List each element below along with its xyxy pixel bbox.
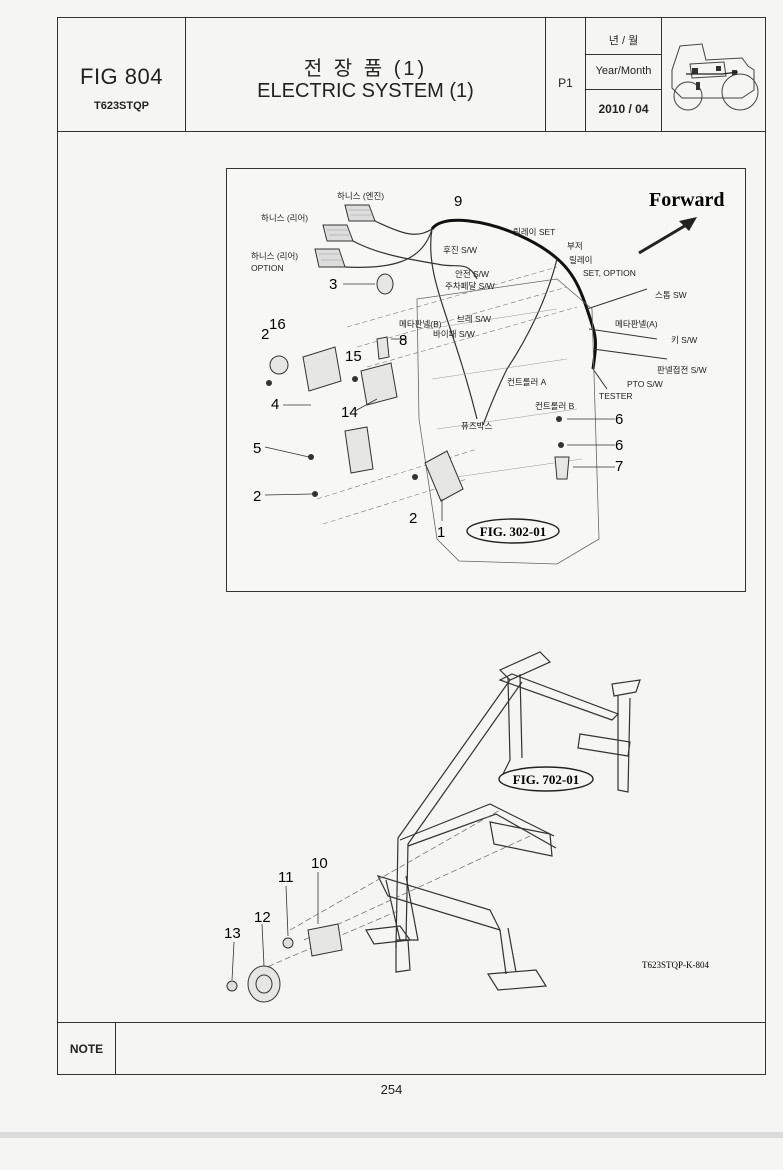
harness-connector-icon (314, 204, 376, 268)
label-meter-panel-b: 메타판넬(B) (399, 319, 442, 329)
controller-box-14 (360, 362, 398, 406)
tractor-thumbnail-cell (662, 18, 767, 131)
control-unit-1 (424, 450, 464, 502)
callout-8: 8 (399, 332, 407, 349)
forward-arrow-icon (638, 219, 694, 255)
callout-2: 2 (261, 326, 269, 343)
fuse-box (344, 426, 374, 474)
callout-2b: 2 (253, 488, 261, 505)
side-tab (611, 679, 641, 697)
label-panel-sw: 판넬접전 S/W (657, 365, 707, 375)
label-fwd-rev-sw: 후진 S/W (443, 245, 477, 255)
callout-13: 13 (224, 925, 241, 942)
scan-edge-strip (0, 1132, 783, 1138)
callout-16: 16 (269, 316, 286, 333)
horn-icon (247, 965, 281, 1003)
bracket-horn-diagram: 10 11 12 13 FIG. 702-01 T623STQP-K-804 (224, 651, 709, 1003)
note-label: NOTE (58, 1023, 116, 1075)
sensor-7 (554, 456, 570, 480)
fig-number: FIG 804 (80, 64, 163, 89)
year-month-korean: 년 / 월 (608, 35, 639, 47)
label-option: OPTION (251, 263, 284, 273)
controller-box-4 (302, 346, 342, 392)
bolt-13 (226, 980, 238, 992)
callout-10: 10 (311, 855, 328, 872)
callout-11: 11 (278, 869, 294, 886)
label-harness-rear: 하니스 (리어) (261, 213, 308, 223)
fig-number-cell: FIG 804 T623STQP (58, 18, 186, 131)
callout-14: 14 (341, 404, 358, 421)
figure1-ref: FIG. 302-01 (480, 524, 546, 539)
drawing-code: T623STQP-K-804 (642, 960, 709, 970)
label-harness-rear-option: 하니스 (리어) (251, 251, 298, 261)
year-month-value: 2010 / 04 (598, 102, 649, 116)
forward-label: Forward (649, 189, 725, 211)
title-english: ELECTRIC SYSTEM (1) (257, 80, 474, 102)
relay-16 (269, 355, 289, 375)
foot-pad-right (486, 969, 548, 991)
label-controller-a: 컨트롤러 A (507, 377, 547, 387)
switch-8 (376, 336, 390, 360)
callout-6b: 6 (615, 437, 623, 454)
callout-2c: 2 (409, 510, 417, 527)
year-month-label: Year/Month (595, 65, 652, 77)
label-safety-sw: 안전 S/W (455, 269, 489, 279)
page-cell: P1 (546, 18, 586, 131)
foot-pad-left (365, 925, 412, 945)
callout-12: 12 (254, 909, 271, 926)
label-fuse-box: 퓨즈박스 (461, 421, 492, 431)
page-frame: FIG 804 T623STQP 전 장 품 (1) ELECTRIC SYST… (57, 17, 766, 1075)
label-bypass-sw: 바이패 S/W (433, 329, 475, 339)
page-number: 254 (380, 1082, 403, 1097)
title-cell: 전 장 품 (1) ELECTRIC SYSTEM (1) (186, 18, 546, 131)
tractor-thumbnail-icon (671, 43, 759, 111)
callout-7: 7 (615, 458, 623, 475)
callout-3: 3 (329, 276, 337, 293)
label-controller-b: 컨트롤러 B (535, 401, 575, 411)
label-tester: TESTER (599, 391, 633, 401)
label-brake-sw: 브레 S/W (457, 314, 491, 324)
callout-5: 5 (253, 440, 261, 457)
label-set-option: SET, OPTION (583, 268, 636, 278)
title-korean: 전 장 품 (1) (303, 58, 428, 80)
mount-plate-upper (577, 733, 631, 757)
bolt-11 (282, 937, 294, 949)
note-row: NOTE (58, 1022, 765, 1075)
electric-harness-diagram: Forward (226, 168, 746, 592)
label-meter-panel-a: 메타판넬(A) (615, 319, 658, 329)
relay-box (307, 923, 343, 957)
label-buzzer: 부저 (567, 241, 583, 251)
callout-15: 15 (345, 348, 362, 365)
harness-drawing: Forward (251, 189, 725, 565)
year-month-cell: 년 / 월 Year/Month 2010 / 04 (586, 18, 662, 131)
page-indicator: P1 (558, 76, 573, 90)
callout-9: 9 (454, 193, 462, 210)
label-key-sw: 키 S/W (671, 335, 697, 345)
label-harness-engine: 하니스 (엔진) (337, 191, 384, 201)
callout-4: 4 (271, 396, 279, 413)
header-block: FIG 804 T623STQP 전 장 품 (1) ELECTRIC SYST… (58, 18, 765, 132)
main-harness-wire (430, 218, 597, 370)
mount-plate-lower (489, 821, 553, 857)
figure2-ref: FIG. 702-01 (513, 772, 579, 787)
label-start-sw: 스톱 SW (655, 290, 687, 300)
model-code: T623STQP (93, 100, 150, 112)
buzzer-component (376, 273, 394, 295)
callout-6: 6 (615, 411, 623, 428)
label-pto-sw: PTO S/W (627, 379, 663, 389)
label-relay-set: 릴레이 SET (513, 227, 555, 237)
label-relay: 릴레이 (569, 255, 592, 265)
label-brake-pedal-sw: 주차페달 S/W (445, 281, 495, 291)
callout-1: 1 (437, 524, 445, 541)
